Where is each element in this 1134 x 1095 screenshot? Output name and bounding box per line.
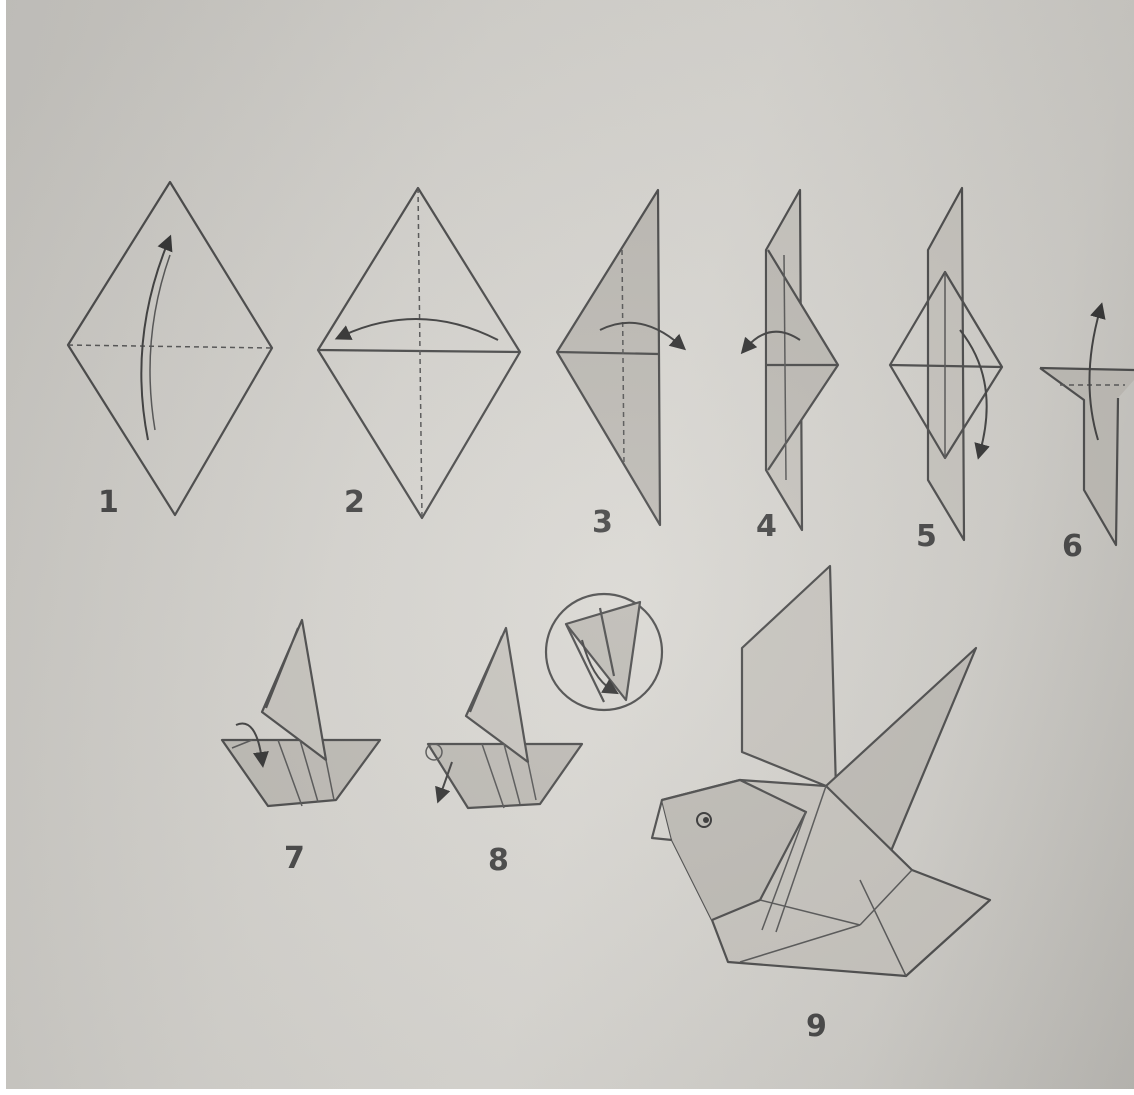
step-3-label: 3	[592, 505, 613, 540]
step-5-diagram: 5	[890, 188, 1002, 554]
step-4-diagram: 4	[746, 190, 838, 544]
step-3-diagram: 3	[557, 190, 680, 540]
step-1-label: 1	[98, 485, 119, 520]
left-border	[0, 0, 6, 1095]
detail-magnifier-circle	[546, 594, 662, 710]
step-8-label: 8	[488, 843, 509, 878]
step-2-diagram: 2	[318, 188, 520, 520]
step-1-fold-line	[68, 345, 272, 348]
step-2-label: 2	[344, 485, 365, 520]
step-7-label: 7	[284, 841, 305, 876]
step-2-fold-line	[418, 188, 422, 518]
step-9-label: 9	[806, 1009, 827, 1044]
step-1-square-outline	[68, 182, 272, 515]
step-6-label: 6	[1062, 529, 1083, 564]
step-1-diagram: 1	[68, 182, 272, 520]
step-5-label: 5	[916, 519, 937, 554]
step-9-diagram: 9	[652, 566, 990, 1044]
step-7-diagram: 7	[222, 620, 380, 876]
step-6-diagram: 6	[1040, 310, 1134, 564]
step-4-label: 4	[756, 509, 777, 544]
bottom-border	[0, 1089, 1134, 1095]
